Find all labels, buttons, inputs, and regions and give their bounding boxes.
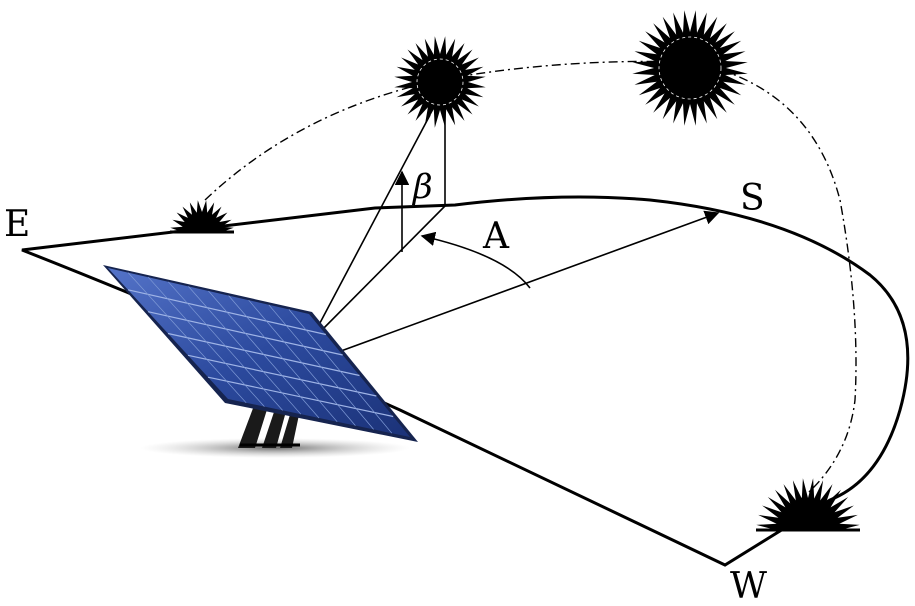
panel-surface	[108, 268, 410, 437]
half-sun-icon	[170, 200, 234, 234]
altitude-label: β	[411, 167, 433, 207]
azimuth-label: A	[482, 216, 510, 257]
sun-icon	[394, 36, 486, 128]
line-to-horizon-point	[311, 205, 446, 341]
horizon-outline	[21, 195, 910, 567]
south-vector	[329, 210, 720, 356]
vectors	[311, 110, 720, 356]
half-sun-icon	[756, 478, 860, 532]
sun-icon	[632, 10, 748, 126]
west-label: W	[730, 566, 767, 606]
east-label: E	[4, 204, 30, 245]
south-label: S	[740, 178, 765, 219]
sun-path-arc	[204, 60, 857, 501]
panel-grid	[127, 272, 394, 434]
line-to-sun	[311, 114, 431, 339]
azimuth-arc	[420, 231, 531, 289]
solar-panel-icon	[103, 265, 418, 458]
